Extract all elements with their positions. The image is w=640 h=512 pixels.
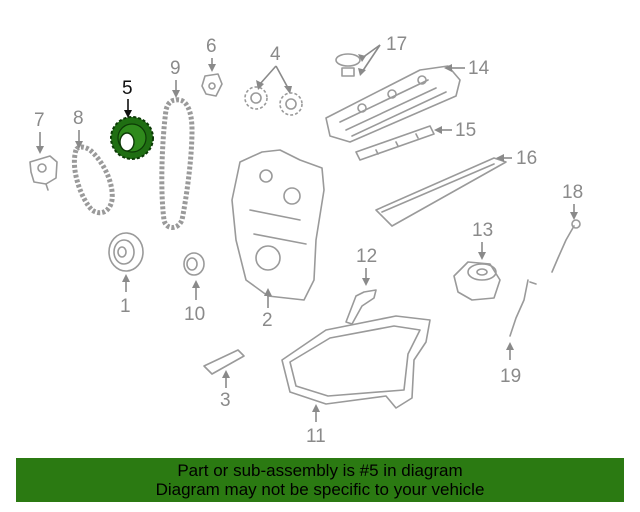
callout-8-label: 8 [73, 108, 84, 129]
callout-9-label: 9 [170, 58, 181, 79]
callout-3: 3 [220, 370, 231, 411]
part-5-sprocket [110, 116, 154, 160]
callout-13-label: 13 [472, 220, 493, 241]
callout-9: 9 [170, 58, 181, 98]
callout-11: 11 [306, 404, 326, 447]
callout-12-label: 12 [356, 246, 377, 267]
callout-19-label: 19 [500, 366, 521, 387]
part-10-seal [183, 252, 205, 276]
callout-15-label: 15 [455, 120, 476, 141]
callout-15: 15 [434, 120, 476, 141]
callout-4-label: 4 [270, 44, 281, 65]
part-12-pickup-tube [345, 289, 377, 325]
callout-18-label: 18 [562, 182, 583, 203]
part-8-timing-chain [71, 144, 115, 216]
callout-16-label: 16 [516, 148, 537, 169]
part-19-dipstick-tube [509, 279, 537, 337]
diagram-notice-banner: Part or sub-assembly is #5 in diagram Di… [16, 458, 624, 502]
part-4-cam-sprockets [244, 86, 303, 116]
callout-18: 18 [562, 182, 583, 220]
callout-14-label: 14 [468, 58, 490, 79]
callout-5: 5 [122, 78, 133, 118]
callout-13: 13 [472, 220, 493, 260]
callout-5-label: 5 [122, 78, 133, 99]
notice-line-disclaimer: Diagram may not be specific to your vehi… [155, 480, 485, 499]
callout-10: 10 [184, 280, 205, 325]
callout-16: 16 [496, 148, 537, 169]
callout-1-label: 1 [120, 296, 131, 317]
part-14-valve-cover [325, 65, 461, 143]
part-16-pan-gasket [375, 157, 507, 227]
callout-8: 8 [73, 108, 84, 149]
callout-2-label: 2 [262, 310, 273, 331]
callout-6: 6 [206, 36, 217, 72]
part-11-oil-pan [281, 315, 431, 409]
parts-diagram: 7 8 5 9 6 [29, 34, 583, 447]
callout-19: 19 [500, 342, 521, 387]
callout-7-label: 7 [34, 110, 45, 131]
callout-2: 2 [262, 288, 273, 331]
part-17-oil-cap [335, 53, 361, 77]
part-9-timing-chain-large [159, 97, 195, 230]
part-3-tube [203, 349, 245, 375]
callout-7: 7 [34, 110, 45, 154]
part-7-tensioner [29, 155, 58, 191]
callout-17: 17 [358, 34, 407, 76]
callout-14: 14 [444, 58, 490, 79]
part-13-oil-filter [453, 261, 501, 301]
part-6-tensioner [201, 73, 223, 97]
callout-12: 12 [356, 246, 377, 286]
callout-11-label: 11 [306, 426, 326, 447]
callout-3-label: 3 [220, 390, 231, 411]
part-15-gasket [355, 125, 435, 161]
callout-10-label: 10 [184, 304, 205, 325]
callout-6-label: 6 [206, 36, 217, 57]
callout-17-label: 17 [386, 34, 407, 55]
part-2-timing-cover [231, 149, 325, 301]
callout-4: 4 [256, 44, 292, 94]
part-18-dipstick [551, 219, 581, 273]
callout-1: 1 [120, 274, 131, 317]
notice-line-part: Part or sub-assembly is #5 in diagram [177, 461, 463, 480]
part-1-crank-pulley [108, 232, 144, 272]
